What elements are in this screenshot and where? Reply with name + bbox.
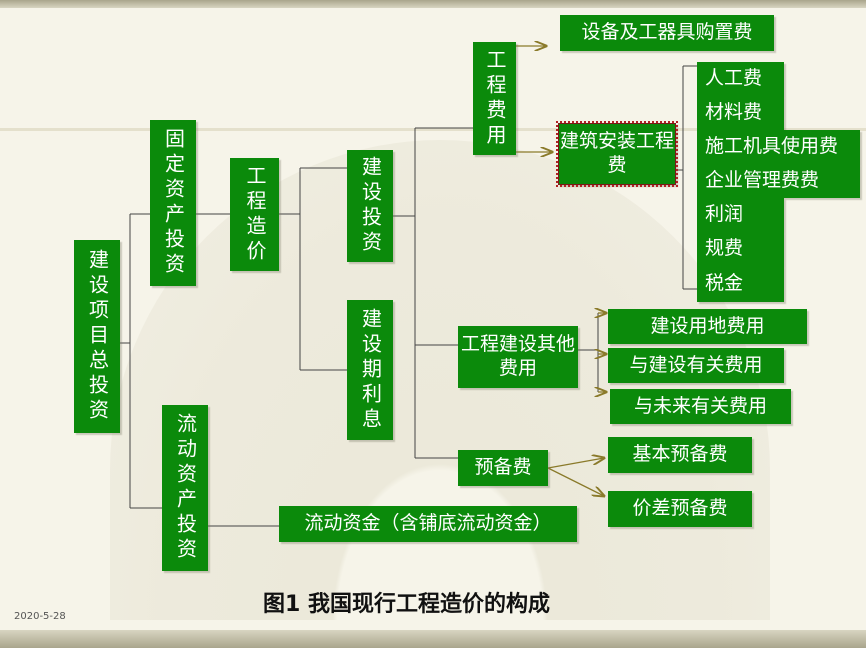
- node-working-capital: 流动资金（含铺底流动资金）: [279, 506, 577, 542]
- node-project-cost: 工程造价: [230, 158, 279, 271]
- slide-date: 2020-5-28: [14, 611, 66, 622]
- node-engineering-fee: 工程费用: [473, 42, 516, 155]
- node-total-investment: 建设项目总投资: [74, 240, 120, 433]
- node-installation-fee: 建筑安装工程费: [556, 121, 678, 187]
- node-construction-investment: 建设投资: [347, 150, 393, 262]
- node-related-fee: 与建设有关费用: [608, 348, 784, 383]
- node-tax: 税金: [697, 266, 784, 302]
- node-construction-interest: 建设期利息: [347, 300, 393, 440]
- node-current-asset-investment: 流动资产投资: [162, 405, 208, 571]
- node-profit: 利润: [697, 198, 784, 232]
- node-management-fee: 企业管理费费: [697, 164, 860, 198]
- node-fixed-asset-investment: 固定资产投资: [150, 120, 196, 286]
- node-basic-reserve: 基本预备费: [608, 437, 752, 473]
- node-regulatory-fee: 规费: [697, 232, 784, 266]
- node-machinery-fee: 施工机具使用费: [697, 130, 860, 164]
- bottom-band: [0, 630, 866, 648]
- node-reserve-fee: 预备费: [458, 450, 548, 486]
- node-price-reserve: 价差预备费: [608, 491, 752, 527]
- node-equipment-fee: 设备及工器具购置费: [560, 15, 774, 51]
- node-material-fee: 材料费: [697, 96, 784, 130]
- node-future-fee: 与未来有关费用: [610, 389, 791, 424]
- node-land-fee: 建设用地费用: [608, 309, 807, 344]
- top-band: [0, 0, 866, 8]
- node-labor-fee: 人工费: [697, 62, 784, 96]
- node-other-fees: 工程建设其他费用: [458, 326, 578, 388]
- figure-caption: 图1 我国现行工程造价的构成: [263, 592, 550, 617]
- decor-line: [0, 128, 866, 131]
